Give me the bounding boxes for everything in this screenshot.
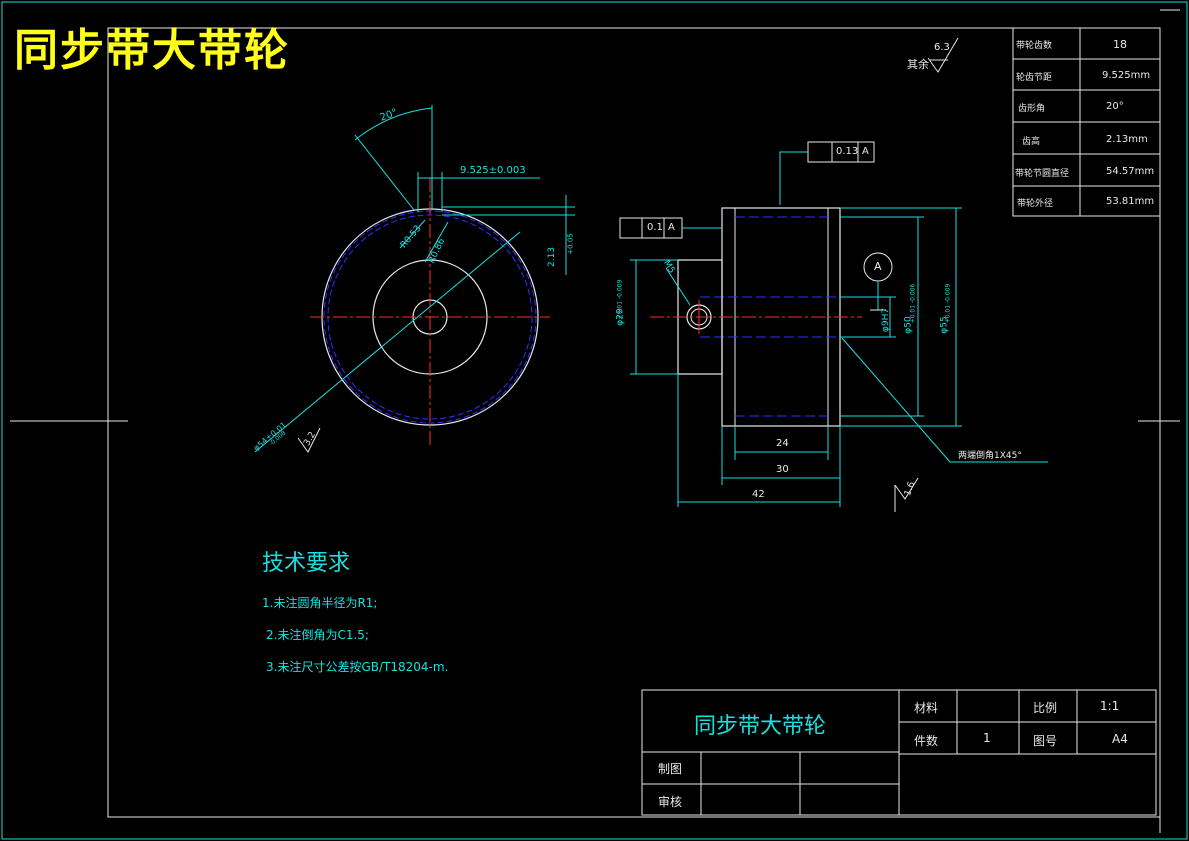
param-name-angle: 齿形角	[1018, 104, 1046, 114]
title-block-qty-value: 1	[983, 731, 991, 745]
param-value-angle: 20°	[1106, 101, 1124, 112]
tech-req-item-2: 2.未注倒角为C1.5;	[266, 628, 369, 642]
param-value-teeth: 18	[1113, 38, 1127, 51]
side-outer-tol: +0.01 -0.009	[944, 283, 952, 324]
header-title: 同步带大带轮	[14, 25, 290, 76]
title-block-qty-label: 件数	[914, 734, 939, 748]
side-dim-24: 24	[776, 438, 789, 449]
runout-top-value: 0.13	[836, 146, 859, 157]
runout-left-datum: A	[668, 222, 675, 233]
runout-left-value: 0.1	[647, 222, 663, 233]
front-view	[254, 105, 575, 453]
param-name-teeth: 带轮齿数	[1016, 41, 1053, 51]
param-value-pitch: 9.525mm	[1102, 70, 1151, 81]
side-hub-tol: +0.01 -0.009	[616, 279, 624, 320]
front-tooth-tol: +0.05	[566, 233, 575, 255]
param-value-pitch-dia: 54.57mm	[1106, 166, 1155, 177]
side-bore-dia: φ9H7	[881, 307, 892, 333]
param-name-pitch-dia: 带轮节圆直径	[1015, 169, 1070, 179]
tech-req-item-1: 1.未注圆角半径为R1;	[262, 596, 378, 610]
title-block-scale-value: 1:1	[1100, 699, 1120, 713]
title-block-drawn-by-label: 制图	[658, 762, 683, 776]
side-dim-30: 30	[776, 464, 789, 475]
runout-top-datum: A	[862, 146, 869, 157]
title-block-drawing-no-value: A4	[1112, 732, 1128, 746]
title-block-drawing-no-label: 图号	[1033, 734, 1058, 748]
title-block-part-name: 同步带大带轮	[694, 714, 827, 739]
title-block-scale-label: 比例	[1033, 701, 1058, 715]
title-block-material-label: 材料	[914, 701, 939, 715]
param-name-pitch: 轮齿节距	[1016, 73, 1053, 83]
side-dim-42: 42	[752, 489, 765, 500]
front-pitch-dim: 9.525±0.003	[460, 165, 526, 176]
param-table-grid	[1012, 27, 1161, 217]
side-chamfer-note: 两端倒角1X45°	[958, 451, 1022, 461]
side-inner-tol: +0.01 -0.006	[909, 283, 917, 324]
param-name-outer-dia: 带轮外径	[1017, 199, 1054, 209]
roughness-symbol-top	[927, 37, 959, 73]
title-block-grid	[641, 689, 1157, 816]
title-block-reviewed-by-label: 审核	[658, 795, 683, 809]
side-view	[619, 141, 1048, 512]
param-name-height: 齿高	[1022, 137, 1041, 147]
datum-a-label: A	[874, 260, 882, 273]
param-value-outer-dia: 53.81mm	[1106, 196, 1155, 207]
param-value-height: 2.13mm	[1106, 134, 1148, 145]
roughness-note-value: 6.3	[934, 42, 950, 53]
roughness-note-label: 其余	[907, 58, 929, 71]
drawing-frame	[107, 27, 1161, 818]
tech-req-item-3: 3.未注尺寸公差按GB/T18204-m.	[266, 660, 449, 674]
front-tooth-height: 2.13	[547, 246, 558, 268]
tech-req-title: 技术要求	[262, 551, 351, 576]
